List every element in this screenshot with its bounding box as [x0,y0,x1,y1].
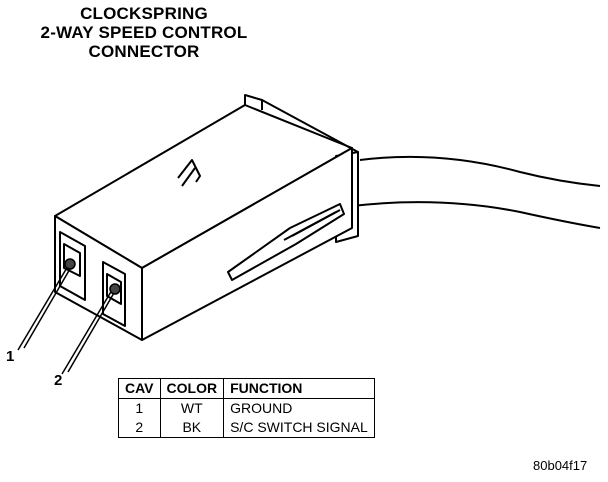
cell-cav: 1 [118,398,161,418]
header-function: FUNCTION [223,378,375,399]
connector-top-slot [177,159,201,187]
cell-function: GROUND [223,398,375,418]
callout-2: 2 [54,372,63,389]
cavity-table: CAV COLOR FUNCTION 1 WT GROUND 2 BK S/C … [118,378,375,438]
table-row: 1 WT GROUND [118,398,375,418]
title-line-1: CLOCKSPRING [80,4,208,23]
header-color: COLOR [159,378,225,399]
cell-color: WT [159,398,225,418]
leader-line-2 [61,289,113,375]
wire-upper [359,155,601,187]
table-header-row: CAV COLOR FUNCTION [118,378,375,399]
title-line-2: 2-WAY SPEED CONTROL [40,23,248,42]
cell-color: BK [159,418,225,438]
cell-function: S/C SWITCH SIGNAL [223,418,375,438]
header-cav: CAV [118,378,161,399]
table-row: 2 BK S/C SWITCH SIGNAL [118,418,375,438]
title-line-3: CONNECTOR [88,42,200,61]
terminal-2 [109,283,121,295]
figure-code: 80b04f17 [533,458,588,473]
terminal-1 [64,258,76,270]
wire-lower [351,201,601,229]
cell-cav: 2 [118,418,161,438]
leader-line-1 [17,265,69,351]
callout-1: 1 [6,348,15,365]
